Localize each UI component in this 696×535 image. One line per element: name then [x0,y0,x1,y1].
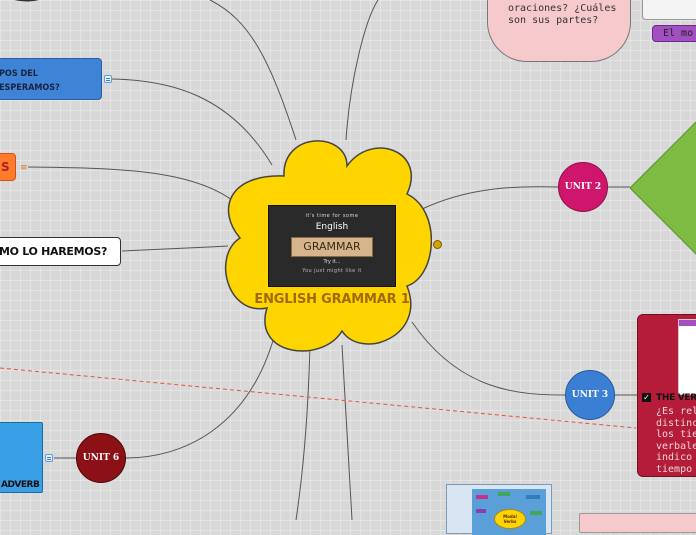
unit3-node[interactable]: UNIT 3 [565,370,615,420]
modal-verbs-chip-1 [476,495,488,499]
unit2-label: UNIT 2 [564,182,602,192]
verb-card-check-icon[interactable]: ✓ [642,393,651,402]
connector-como [121,245,229,252]
connector-top-left [209,0,297,141]
connector-unit2 [419,186,559,211]
tipos-note-icon[interactable] [104,75,112,83]
central-image-line1: English [315,222,349,232]
verb-card-node[interactable]: ✓ THE VERB ¿Es rel distinc los tie verba… [637,314,696,477]
tipos-text: POS DEL ESPERAMOS? [0,69,60,93]
orange-note-icon[interactable]: ≡ [20,163,28,173]
como-node[interactable]: MO LO HAREMOS? [0,237,121,266]
adverb-node[interactable]: ADVERB [0,422,43,493]
central-image-footer: You just might like it [302,268,362,274]
unit2-node[interactable]: UNIT 2 [558,162,608,212]
central-image-tagline: it's time for some [305,213,359,219]
top-left-node-edge [14,0,39,2]
oraciones-node[interactable]: oraciones? ¿Cuáles son sus partes? [487,0,631,62]
connector-orange [27,166,233,201]
verb-card-image [678,319,696,395]
unit6-label: UNIT 6 [82,453,120,463]
bottom-right-pink-node[interactable] [579,513,696,533]
verb-card-image-header [679,320,696,326]
unit3-label: UNIT 3 [571,390,609,400]
verb-card-body: ¿Es rel distinc los tie verbale indico t… [656,406,696,475]
verb-card-title: THE VERB [656,393,696,403]
central-title: ENGLISH GRAMMAR 1 [254,292,410,307]
unit6-node[interactable]: UNIT 6 [76,433,126,483]
purple-label-node[interactable]: El mo [652,25,696,42]
purple-label-text: El mo [663,28,694,39]
connector-top-right [345,0,379,141]
connector-bottom-left [295,344,311,520]
connector-unit3 [411,321,566,396]
modal-verbs-chip-4 [476,509,486,513]
modal-verbs-chip-3 [526,495,540,499]
unit2-diamond-node[interactable] [630,118,696,258]
grammar-banner-text: GRAMMAR [303,240,361,253]
central-attachment-icon[interactable] [433,240,442,249]
connector-bottom-right [341,344,353,520]
grammar-banner: GRAMMAR [291,237,373,257]
orange-node[interactable]: S [0,153,16,181]
adverb-text: ADVERB [1,480,40,490]
top-right-card[interactable] [642,0,696,20]
modal-verbs-center: Modal Verbs [494,509,526,529]
connector-tipos [111,78,273,166]
modal-verbs-image: Modal Verbs [472,489,546,535]
modal-verbs-title: Modal Verbs [503,514,517,524]
connector-lines [0,0,637,520]
central-image-try: Try it... [323,259,341,265]
tipos-node[interactable]: POS DEL ESPERAMOS? [0,58,102,100]
unit6-note-icon[interactable] [45,454,53,462]
relationship-dashed-line [0,367,637,429]
central-image: it's time for some English GRAMMAR Try i… [268,205,396,287]
como-text: MO LO HAREMOS? [0,245,108,258]
modal-verbs-chip-2 [498,492,510,496]
connector-unit6 [125,329,277,459]
modal-verbs-chip-5 [530,511,542,515]
orange-text: S [1,160,10,174]
oraciones-text: oraciones? ¿Cuáles son sus partes? [508,3,617,26]
modal-verbs-card[interactable]: Modal Verbs [446,484,552,535]
